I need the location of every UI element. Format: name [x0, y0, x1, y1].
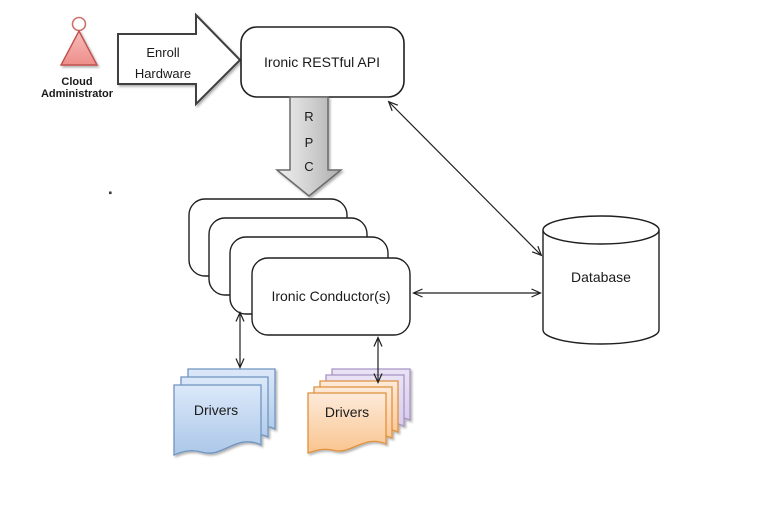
blue-sheet-front [173, 384, 262, 456]
rpc-letter-c: C [304, 159, 313, 174]
actor-body-icon [59, 29, 99, 66]
arrow-api-database [387, 100, 543, 257]
enroll-label-line2: Hardware [135, 66, 191, 81]
cloud-administrator-actor: Cloud Administrator [41, 16, 114, 100]
enroll-hardware-arrow: Enroll Hardware [117, 12, 242, 107]
conductor-sheet-front [251, 257, 411, 336]
api-box-label: Ironic RESTful API [264, 54, 380, 70]
drivers-stack-blue: Drivers [173, 368, 276, 456]
connectors [235, 100, 543, 384]
conductors-label: Ironic Conductor(s) [271, 288, 390, 304]
database-label: Database [571, 269, 631, 285]
drivers-right-label: Drivers [325, 404, 369, 420]
block-arrow-down-icon [274, 96, 344, 197]
actor-head-icon [71, 16, 87, 32]
cylinder-top [542, 215, 660, 245]
ironic-conductors-stack: Ironic Conductor(s) [188, 198, 411, 336]
stray-dot [109, 191, 112, 195]
actor-label-line1: Cloud [61, 76, 92, 88]
actor-label-line2: Administrator [41, 88, 114, 100]
enroll-label-line1: Enroll [146, 45, 179, 60]
orange-sheet-front [307, 392, 387, 454]
drivers-left-label: Drivers [194, 402, 238, 418]
cylinder-body [542, 230, 660, 345]
drivers-stack-orange: Drivers [307, 368, 411, 454]
rpc-letter-p: P [305, 135, 314, 150]
rpc-arrow: R P C [274, 96, 344, 197]
rpc-letter-r: R [304, 109, 313, 124]
ironic-restful-api-box: Ironic RESTful API [240, 26, 405, 98]
block-arrow-right-icon [117, 12, 242, 107]
database-cylinder: Database [542, 215, 660, 345]
